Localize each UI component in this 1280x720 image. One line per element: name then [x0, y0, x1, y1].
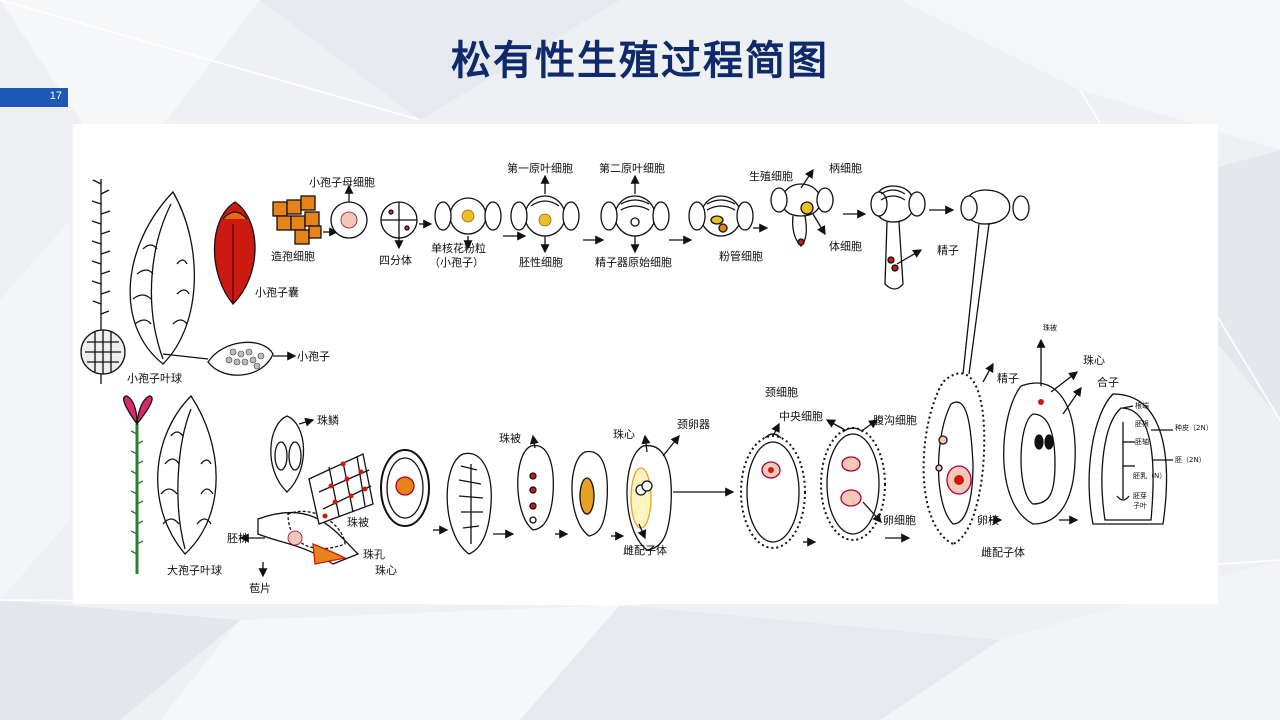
- pollen-tube-icon: [871, 186, 925, 289]
- label-first-prothallial-cell: 第一原叶细胞: [507, 161, 573, 175]
- label-tetrad: 四分体: [379, 253, 412, 267]
- microspore-mother-cell-icon: [331, 186, 367, 238]
- archegonium-1-icon: [741, 424, 815, 548]
- ovule-stage-2-icon: [518, 436, 554, 530]
- ovule-stage-4-icon: [627, 436, 679, 550]
- male-cone-icon: [81, 179, 125, 384]
- label-ventral-canal-cell: 腹沟细胞: [873, 413, 917, 427]
- ovule-section-icon: [241, 511, 358, 576]
- label-radicle: 根端: [1135, 401, 1149, 410]
- first-prothallial-stage-icon: [511, 176, 579, 252]
- microspore-sac-icon: [163, 342, 295, 375]
- label-embryo-2n: 胚（2N）: [1175, 456, 1206, 464]
- label-bract: 苞片: [249, 581, 271, 595]
- label-microspore-paren: （小孢子）: [429, 256, 484, 269]
- label-endosperm: 胚乳（N）: [1133, 471, 1166, 480]
- megaspore-mother-ring-icon: [381, 450, 447, 530]
- page-number-bar: 17: [0, 88, 68, 107]
- label-integument-2: 珠被: [499, 431, 521, 445]
- zygote-ovule-icon: [1004, 340, 1081, 524]
- label-cotyledon-2: 子叶: [1133, 501, 1147, 510]
- label-nucellus-2: 珠心: [613, 427, 635, 441]
- label-female-gametophyte-2: 雌配子体: [981, 545, 1025, 559]
- label-sperm-top: 精子: [937, 244, 959, 257]
- label-ovule: 胚株: [227, 531, 249, 545]
- megasporophyll-icon: [158, 396, 216, 554]
- ovuliferous-scale-icon: [271, 416, 313, 492]
- label-stalk-cell: 柄细胞: [829, 162, 862, 175]
- label-sporogenous-cell: 造孢细胞: [271, 249, 315, 263]
- long-pollen-tube-icon: [961, 190, 1029, 374]
- page-number: 17: [50, 90, 62, 102]
- label-antheridial-initial: 精子器原始细胞: [595, 255, 672, 269]
- microsporangium-icon: [214, 202, 255, 304]
- microsporophyll-icon: [130, 192, 194, 364]
- female-cone-icon: [124, 396, 152, 574]
- label-seed-coat: 种皮（2N）: [1175, 423, 1213, 432]
- label-ovuliferous-scale: 珠鳞: [317, 413, 339, 427]
- label-female-gametophyte-1: 雌配子体: [623, 543, 667, 557]
- pine-reproduction-diagram: 小孢子母细胞 造孢细胞 四分体 单核花粉粒 （小孢子） 第一原叶细胞 胚性细胞 …: [73, 124, 1218, 604]
- label-archegonium: 颈卵器: [677, 418, 710, 431]
- label-embryonal-cell: 胚性细胞: [519, 255, 563, 269]
- seed-icon: [1089, 394, 1173, 524]
- label-sperm-bottom: 精子: [997, 372, 1019, 385]
- label-nucellus-3: 珠心: [1083, 353, 1105, 367]
- label-second-prothallial-cell: 第二原叶细胞: [599, 161, 665, 175]
- label-embryo-axis: 胚轴: [1135, 437, 1149, 446]
- label-hypocotyl-root: 胚根: [1135, 419, 1149, 428]
- label-cotyledon-1: 胚芽: [1133, 491, 1147, 500]
- label-tube-cell: 粉管细胞: [719, 249, 763, 263]
- tetrad-icon: [381, 202, 417, 248]
- uninucleate-pollen-icon: [435, 198, 501, 248]
- label-body-cell: 体细胞: [829, 239, 862, 253]
- label-microspore-mother-cell: 小孢子母细胞: [309, 176, 375, 189]
- megaspore-cells-icon: [309, 454, 373, 524]
- label-central-cell: 中央细胞: [779, 410, 823, 423]
- label-microspore: 小孢子: [297, 350, 330, 363]
- label-integument-1: 珠被: [347, 515, 369, 529]
- label-megasporophyll: 大孢子叶球: [167, 563, 222, 577]
- label-egg-cell: 卵细胞: [883, 514, 916, 527]
- second-prothallial-stage-icon: [601, 176, 669, 252]
- diagram-panel: 小孢子母细胞 造孢细胞 四分体 单核花粉粒 （小孢子） 第一原叶细胞 胚性细胞 …: [73, 124, 1218, 604]
- label-neck-cell: 颈细胞: [765, 386, 798, 399]
- label-uninucleate-pollen: 单核花粉粒: [431, 241, 486, 255]
- label-zygote: 合子: [1097, 375, 1119, 389]
- sporogenous-cells-icon: [273, 196, 321, 244]
- ovule-stage-1-icon: [447, 453, 491, 554]
- label-micropyle: 珠孔: [363, 547, 385, 561]
- label-integument-3: 珠被: [1043, 323, 1057, 332]
- label-generative-cell: 生殖细胞: [749, 169, 793, 183]
- label-egg-nucleus: 卵核: [977, 513, 999, 527]
- label-microsporophyll: 小孢子叶球: [127, 371, 182, 385]
- generative-stage-icon: [689, 196, 753, 236]
- ovule-stage-3-icon: [572, 452, 607, 536]
- archegonium-2-icon: [821, 420, 885, 540]
- label-nucellus-1: 珠心: [375, 563, 397, 577]
- slide-title: 松有性生殖过程简图: [0, 28, 1280, 86]
- label-microsporangium: 小孢子囊: [255, 285, 299, 299]
